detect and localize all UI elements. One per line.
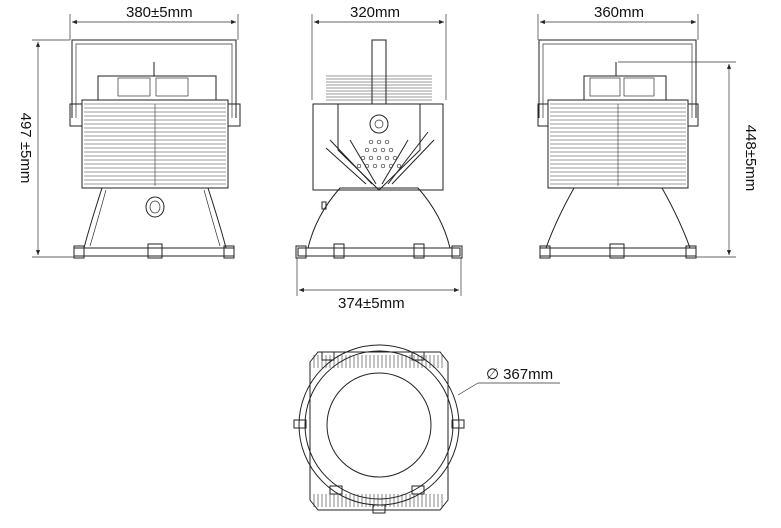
vent-hole — [380, 163, 386, 169]
vent-hole — [388, 147, 394, 153]
vent-hole — [364, 147, 370, 153]
back-width-label: 360mm — [594, 4, 644, 21]
side-view — [295, 39, 463, 259]
vent-hole — [368, 139, 374, 145]
vent-hole — [372, 163, 378, 169]
back-height-dimension: 448±5mm — [618, 61, 759, 258]
bottom-view — [293, 344, 465, 514]
vent-holes — [356, 139, 402, 169]
side-width-dimension: 320mm — [311, 4, 447, 100]
heatsink-fins-back — [550, 103, 686, 186]
back-width-dimension: 360mm — [537, 4, 699, 40]
vent-hole — [396, 163, 402, 169]
back-height-label: 448±5mm — [742, 125, 759, 192]
front-width-label: 380±5mm — [126, 4, 193, 21]
vent-hole — [384, 155, 390, 161]
heatsink-fins-side — [326, 75, 432, 101]
front-view — [69, 39, 241, 259]
back-view — [537, 39, 699, 259]
vent-hole — [380, 147, 386, 153]
vent-hole — [384, 139, 390, 145]
front-width-dimension: 380±5mm — [69, 4, 239, 40]
heatsink-fins-bottom — [313, 355, 443, 507]
vent-hole — [372, 147, 378, 153]
side-base-width-dimension: 374±5mm — [296, 258, 462, 312]
vent-hole — [376, 155, 382, 161]
heatsink-fins-front — [84, 103, 226, 186]
diameter-symbol: ∅ — [486, 366, 499, 383]
svg-text:∅367mm: ∅367mm — [486, 366, 553, 383]
bottom-diameter-label: 367mm — [503, 366, 553, 383]
front-height-dimension: 497 ±5mm — [17, 39, 74, 258]
vent-hole — [368, 155, 374, 161]
bottom-diameter-dimension: ∅367mm — [457, 366, 560, 396]
vent-hole — [376, 139, 382, 145]
vent-hole — [356, 163, 362, 169]
side-base-width-label: 374±5mm — [338, 295, 405, 312]
side-width-label: 320mm — [350, 4, 400, 21]
front-height-label: 497 ±5mm — [17, 113, 34, 184]
